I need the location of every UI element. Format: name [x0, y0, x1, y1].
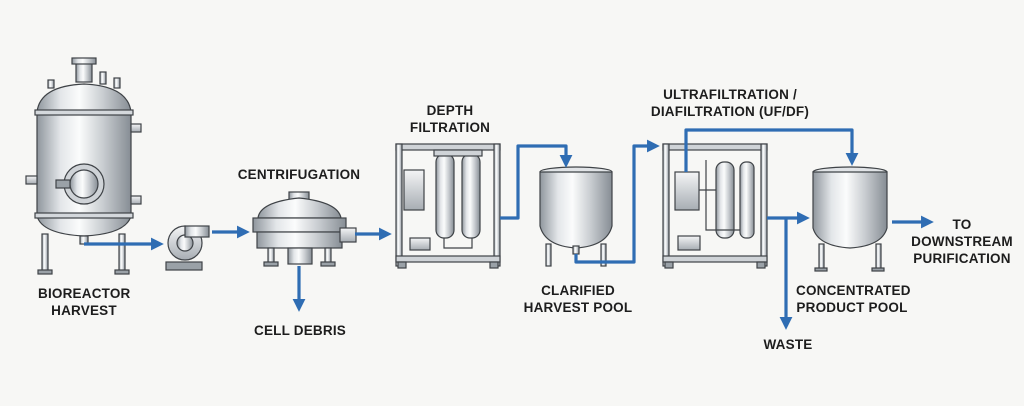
downstream-label-line2: DOWNSTREAM — [911, 234, 1013, 249]
depth-filtration-label-line1: DEPTH — [426, 103, 474, 118]
concentrated-product-tank — [812, 166, 888, 272]
concentrated-pool-label: CONCENTRATED PRODUCT POOL — [796, 282, 911, 316]
downstream-label-line1: TO — [952, 217, 972, 232]
clarified-harvest-tank — [539, 166, 613, 267]
ufdf-label-line1: ULTRAFILTRATION / — [663, 87, 797, 102]
cell-debris-label: CELL DEBRIS — [254, 323, 346, 338]
clarified-pool-label-line1: CLARIFIED — [541, 283, 615, 298]
depth-filtration-skid — [395, 143, 501, 269]
ufdf-label-line2: DIAFILTRATION (UF/DF) — [650, 104, 810, 119]
bioreactor-label: BIOREACTOR HARVEST — [38, 285, 130, 319]
pump — [165, 225, 210, 271]
bioreactor-label-line2: HARVEST — [51, 303, 117, 318]
clarified-pool-label-line2: HARVEST POOL — [523, 300, 633, 315]
centrifuge — [252, 191, 357, 267]
waste-label: WASTE — [763, 337, 813, 352]
ufdf-skid — [662, 143, 768, 269]
clarified-pool-label: CLARIFIED HARVEST POOL — [518, 282, 638, 316]
flow-clarified-to-ufdf — [574, 139, 660, 264]
concentrated-pool-label-line1: CONCENTRATED — [796, 283, 911, 298]
flow-ufdf-to-concentrated — [684, 128, 859, 172]
centrifugation-label: CENTRIFUGATION — [237, 167, 361, 182]
bioreactor-vessel — [25, 57, 142, 275]
depth-filtration-label: DEPTH FILTRATION — [398, 102, 502, 136]
bioreactor-label-line1: BIOREACTOR — [38, 286, 131, 301]
ufdf-label: ULTRAFILTRATION / DIAFILTRATION (UF/DF) — [642, 86, 818, 120]
downstream-label-line3: PURIFICATION — [913, 251, 1011, 266]
flow-depth-to-clarified — [500, 144, 573, 220]
depth-filtration-label-line2: FILTRATION — [409, 120, 491, 135]
concentrated-pool-label-line2: PRODUCT POOL — [796, 300, 908, 315]
downstream-label: TO DOWNSTREAM PURIFICATION — [910, 216, 1014, 267]
